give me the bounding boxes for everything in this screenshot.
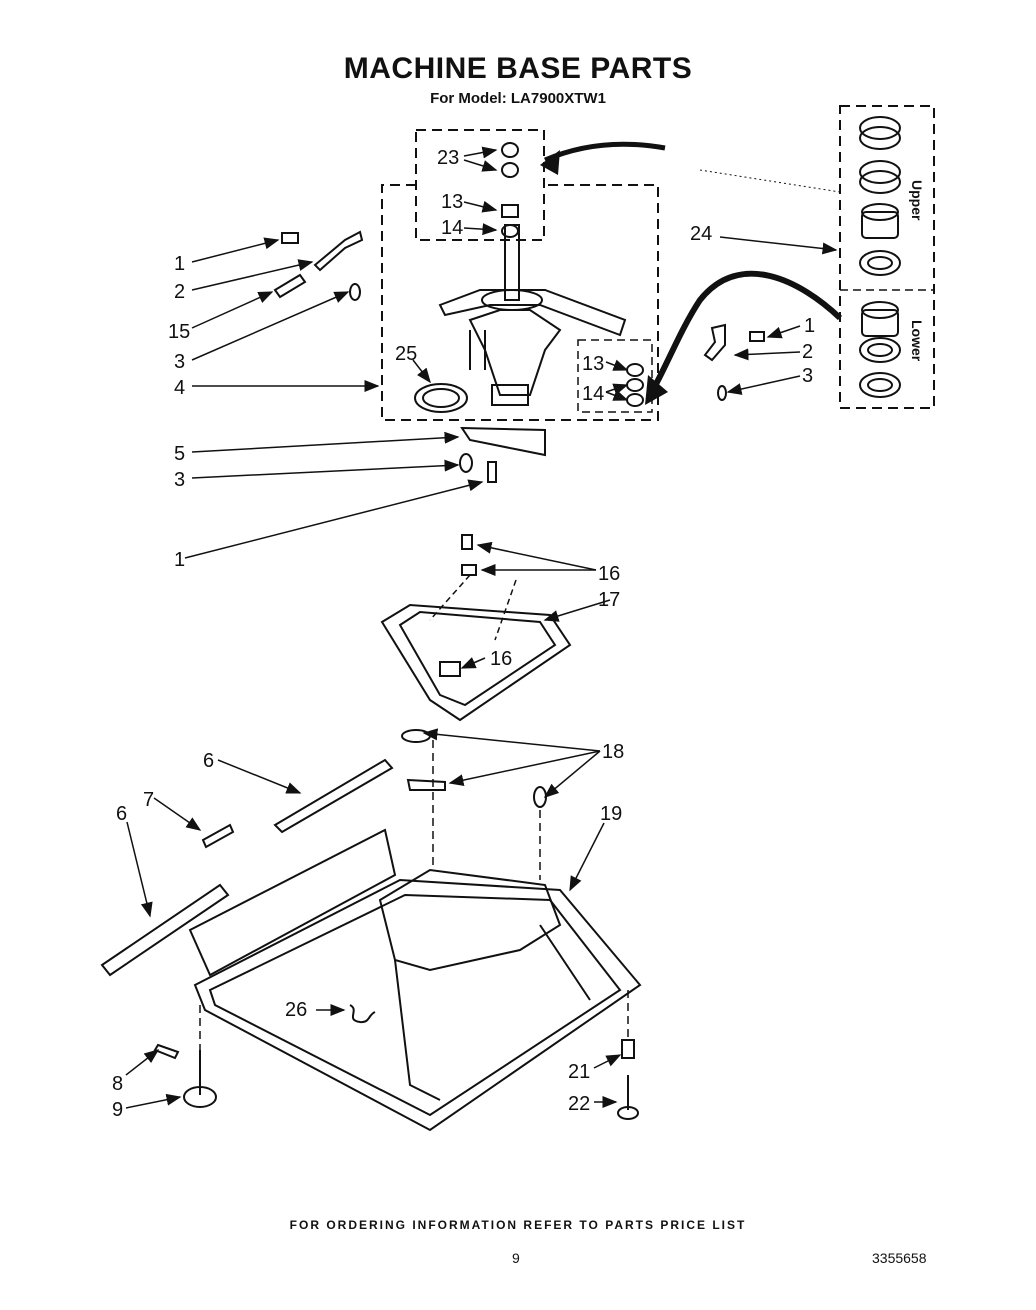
bearing-kit-items [859, 116, 901, 398]
document-number: 3355658 [872, 1250, 927, 1266]
callout-3-mid: 3 [174, 469, 185, 491]
callout-13-top: 13 [441, 191, 463, 213]
callout-9: 9 [112, 1099, 123, 1121]
ordering-footer: FOR ORDERING INFORMATION REFER TO PARTS … [289, 1218, 747, 1232]
callout-25: 25 [395, 343, 417, 365]
callout-15: 15 [168, 321, 190, 343]
model-subtitle: For Model: LA7900XTW1 [430, 90, 606, 107]
callout-6-lower: 6 [116, 803, 127, 825]
callout-14-top: 14 [441, 217, 463, 239]
callout-1-left: 1 [174, 253, 185, 275]
kit-box-right [577, 339, 653, 413]
callout-4: 4 [174, 377, 185, 399]
callout-1-right: 1 [804, 315, 815, 337]
base-frame [100, 729, 642, 1132]
callout-13-right: 13 [582, 353, 604, 375]
callout-19: 19 [600, 803, 622, 825]
callout-8: 8 [112, 1073, 123, 1095]
page-number: 9 [512, 1250, 520, 1266]
callout-2-right: 2 [802, 341, 813, 363]
callout-1-mid: 1 [174, 549, 185, 571]
small-parts-top [273, 142, 765, 483]
curved-arrow-top [544, 141, 666, 163]
callout-24: 24 [690, 223, 712, 245]
upper-label: Upper [909, 180, 925, 221]
lower-label: Lower [909, 320, 925, 362]
callout-16-bottom: 16 [490, 648, 512, 670]
transmission-box [381, 184, 659, 421]
callout-16-top: 16 [598, 563, 620, 585]
callout-22: 22 [568, 1093, 590, 1115]
callout-3-left: 3 [174, 351, 185, 373]
callout-14-right: 14 [582, 383, 604, 405]
bearing-kit-box [839, 105, 935, 409]
callout-3-right: 3 [802, 365, 813, 387]
callout-23: 23 [437, 147, 459, 169]
callout-17: 17 [598, 589, 620, 611]
page-title: MACHINE BASE PARTS [343, 52, 693, 85]
kit-box-top [415, 129, 545, 241]
curved-arrow-right [647, 270, 843, 397]
callout-6-upper: 6 [203, 750, 214, 772]
transmission-assembly [438, 224, 627, 406]
callout-7: 7 [143, 789, 154, 811]
callout-26: 26 [285, 999, 307, 1021]
cabinet-frame [380, 534, 572, 722]
callout-18: 18 [602, 741, 624, 763]
callout-5: 5 [174, 443, 185, 465]
callout-21: 21 [568, 1061, 590, 1083]
callout-2-left: 2 [174, 281, 185, 303]
